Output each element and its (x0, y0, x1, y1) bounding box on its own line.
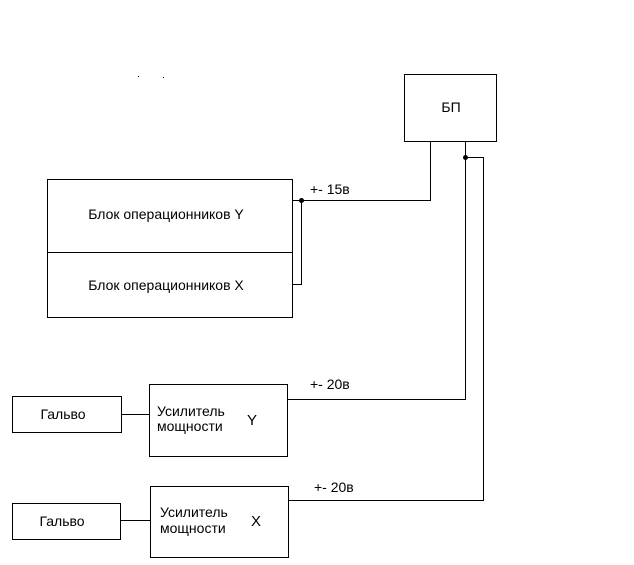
galvo-x-block: Гальво (12, 503, 151, 540)
amplifier-y-block: Усилитель мощности Y (149, 384, 288, 457)
opamp-block-x-label: Блок операционников X (88, 277, 244, 293)
power-supply-label: БП (441, 99, 460, 115)
amp-x-voltage-label: +- 20в (314, 479, 354, 495)
junction-dot (299, 198, 304, 203)
amp-y-line2: мощности (157, 418, 223, 434)
amp-x-line2: мощности (160, 520, 226, 536)
stray-mark (138, 76, 139, 77)
galvo-x-label: Гальво (39, 513, 84, 529)
stray-mark (163, 77, 164, 78)
junction-dot (463, 155, 468, 160)
opamp-block: Блок операционников Y Блок операционнико… (47, 179, 293, 318)
opamp-supply-wires: +- 15в (292, 141, 431, 285)
amp-y-axis-label: Y (247, 412, 257, 429)
galvo-y-label: Гальво (40, 406, 85, 422)
amplifier-x-block: Усилитель мощности X (150, 486, 289, 558)
amp-x-line1: Усилитель (160, 504, 228, 520)
galvo-y-block: Гальво (12, 396, 150, 433)
amp-y-voltage-label: +- 20в (310, 376, 350, 392)
power-supply-block: БП (404, 74, 497, 142)
amp-y-line1: Усилитель (157, 403, 225, 419)
amplifier-supply-wires: +- 20в +- 20в (287, 141, 484, 501)
opamp-block-y-label: Блок операционников Y (88, 206, 244, 222)
opamp-voltage-label: +- 15в (310, 181, 350, 197)
amp-x-axis-label: X (251, 513, 261, 530)
